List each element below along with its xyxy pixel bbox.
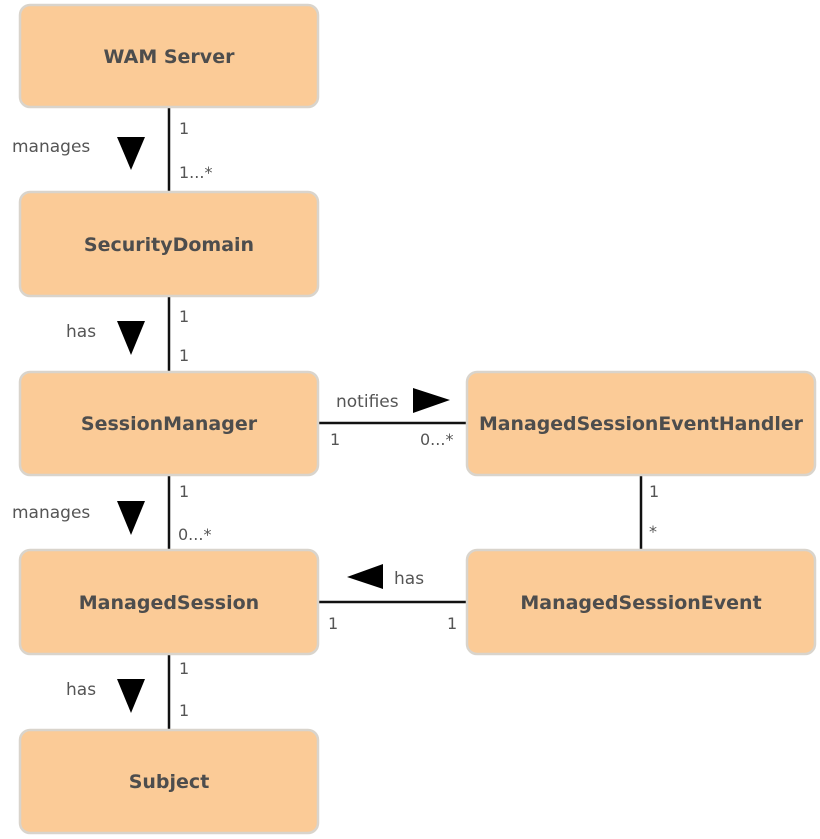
handler-event-end-top: 1 [649,482,659,501]
session-subject-end-top: 1 [179,659,189,678]
arrow-down-icon [117,679,145,713]
arrow-down-icon [117,501,145,535]
managed-session-box[interactable]: ManagedSession [18,548,320,656]
session-manager-label: SessionManager [81,413,258,435]
server-domain-end-bottom: 1...* [179,163,212,182]
subject-label: Subject [129,771,210,793]
server-domain-label: manages [12,137,90,157]
subject-box[interactable]: Subject [18,728,320,835]
event-session-label: has [394,569,424,589]
wam-server-label: WAM Server [104,46,236,68]
domain-manager-end-top: 1 [179,307,189,326]
manager-session-end-top: 1 [179,482,189,501]
manager-handler-end-left: 1 [330,430,340,449]
domain-manager-end-bottom: 1 [179,346,189,365]
arrow-left-icon [347,564,383,589]
manager-session-end-bottom: 0...* [178,525,211,544]
event-handler-label: ManagedSessionEventHandler [479,413,804,435]
handler-event-end-bottom: * [649,522,657,541]
manager-handler-label: notifies [336,392,399,412]
arrow-down-icon [117,137,145,170]
session-subject-end-bottom: 1 [179,701,189,720]
security-domain-label: SecurityDomain [84,234,254,256]
event-session-end-left: 1 [328,614,338,633]
wam-server-box[interactable]: WAM Server [18,3,320,109]
manager-handler-end-right: 0...* [420,430,453,449]
server-domain-end-top: 1 [179,119,189,138]
session-manager-box[interactable]: SessionManager [18,370,320,477]
security-domain-box[interactable]: SecurityDomain [18,190,320,298]
managed-session-label: ManagedSession [79,592,259,614]
manager-session-label: manages [12,503,90,523]
session-event-label: ManagedSessionEvent [520,592,761,614]
session-event-box[interactable]: ManagedSessionEvent [465,548,817,656]
domain-manager-label: has [66,322,96,342]
arrow-down-icon [117,321,145,355]
session-subject-label: has [66,680,96,700]
event-session-end-right: 1 [447,614,457,633]
event-handler-box[interactable]: ManagedSessionEventHandler [465,370,817,477]
arrow-right-icon [413,388,450,413]
